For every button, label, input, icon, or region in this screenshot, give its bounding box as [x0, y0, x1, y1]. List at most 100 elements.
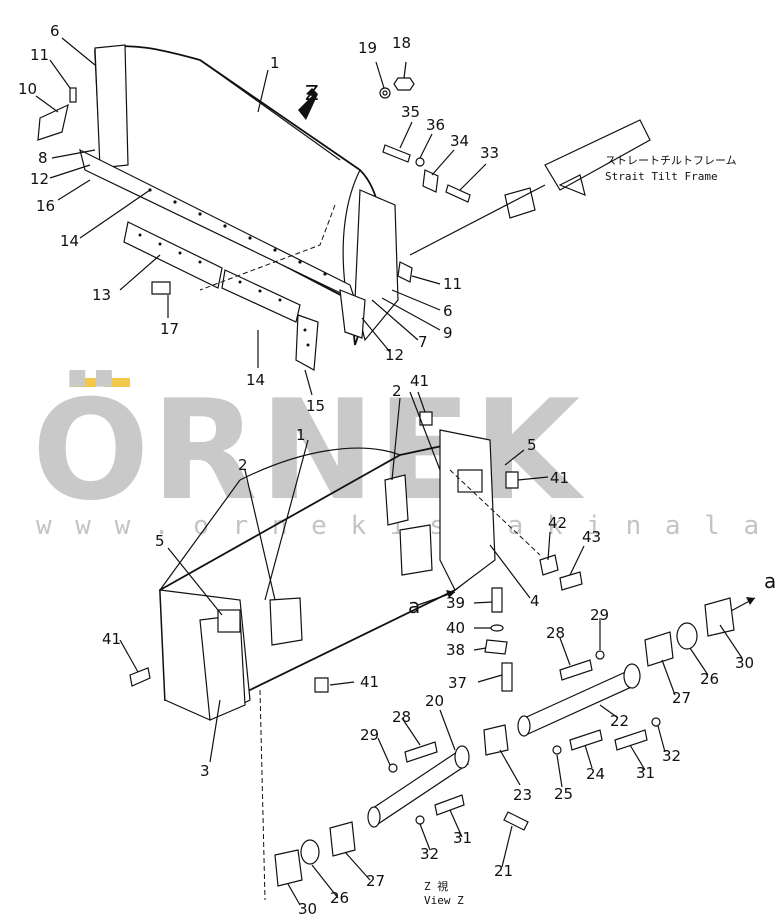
plate-42: [539, 554, 559, 576]
bracket-lower-right: [399, 524, 433, 576]
bolt-39: [491, 587, 503, 613]
callout: 1: [296, 426, 306, 444]
nut-18: [393, 77, 415, 91]
callout: 3: [200, 762, 210, 780]
grease-fitting-41-top: [419, 411, 433, 426]
moldboard-right-curve: [342, 169, 361, 286]
bolt-21: [503, 811, 529, 831]
callout: 6: [50, 22, 60, 40]
callout: 41: [102, 630, 121, 648]
arrow-mark-a-right: a: [764, 569, 776, 593]
callout: 22: [610, 712, 629, 730]
grease-fitting-41-right: [505, 471, 519, 489]
frame-caption-en: Strait Tilt Frame: [605, 170, 718, 183]
bolt-35: [382, 144, 411, 163]
moldboard-top-edge: [199, 59, 341, 161]
callout: 2: [238, 456, 248, 474]
callout-numbers: 1 6 11 10 8 12 16 14 13 17 14 15 19 18 3…: [18, 22, 754, 915]
lockplate-38: [484, 639, 508, 655]
cutting-edge-14: [221, 269, 301, 323]
wear-plate-10: [37, 103, 69, 141]
callout: 32: [662, 747, 681, 765]
callout: 25: [554, 785, 573, 803]
callout: 4: [530, 592, 540, 610]
callout: 28: [546, 624, 565, 642]
arrow-mark-a-left: a: [408, 594, 420, 618]
callout: 17: [160, 320, 179, 338]
upper-right-hardware: [379, 77, 651, 283]
callout: 5: [527, 436, 537, 454]
callout: 26: [330, 889, 349, 907]
callout: 39: [446, 594, 465, 612]
callout: 20: [425, 692, 444, 710]
washer-25: [552, 745, 562, 755]
washer-29-right: [595, 650, 605, 660]
callout: 34: [450, 132, 469, 150]
upper-blade-assembly: Z: [37, 44, 399, 371]
hidden-line-lower: [259, 689, 266, 901]
pin-33: [445, 184, 471, 203]
plate-30-right: [704, 597, 735, 637]
cutting-edge-13: [123, 221, 223, 289]
callout: 24: [586, 765, 605, 783]
view-caption-jp: Z 視: [424, 879, 448, 893]
callout: 37: [448, 674, 467, 692]
bolt-28-right: [559, 659, 593, 681]
callout: 31: [453, 829, 472, 847]
cylinder-20: [369, 749, 469, 825]
arrow-a-right-icon: [746, 597, 755, 605]
grease-fitting-41-mid: [314, 677, 329, 693]
callout: 1: [270, 54, 280, 72]
callout: 36: [426, 116, 445, 134]
bracket-2-right: [384, 474, 409, 526]
callout: 33: [480, 144, 499, 162]
lower-hardware: [274, 554, 735, 887]
plate-27-left: [329, 821, 356, 857]
callout: 11: [443, 275, 462, 293]
callout: 27: [366, 872, 385, 890]
callout: 11: [30, 46, 49, 64]
end-bit-15: [295, 314, 319, 371]
callout: 41: [550, 469, 569, 487]
plate-30-left: [274, 849, 303, 887]
cap-26-right: [676, 622, 698, 650]
callout: 14: [60, 232, 79, 250]
end-housing-right: [439, 429, 496, 591]
callout: 23: [513, 786, 532, 804]
pivot-block-5-right: [457, 469, 483, 493]
callout: 19: [358, 39, 377, 57]
callout: 29: [590, 606, 609, 624]
plate-27-right: [644, 631, 674, 667]
side-plate-left: [94, 44, 129, 169]
leader-lines: [35, 37, 743, 906]
washer-36: [415, 157, 425, 167]
callout: 31: [636, 764, 655, 782]
callout: 35: [401, 103, 420, 121]
bolt-holes-upper: [138, 188, 327, 347]
frame-caption-jp: ストレートチルトフレーム: [605, 154, 737, 167]
callout: 9: [443, 324, 453, 342]
callout: 32: [420, 845, 439, 863]
callout: 40: [446, 619, 465, 637]
bolt-31-right: [614, 729, 648, 751]
bolt-28-left: [404, 741, 438, 763]
plate-34: [422, 169, 439, 193]
callout: 30: [735, 654, 754, 672]
callout: 15: [306, 397, 325, 415]
callout: 2: [392, 382, 402, 400]
lower-blade-assembly: a a: [129, 411, 776, 901]
callout: 21: [494, 862, 513, 880]
washer-32-left: [415, 815, 425, 825]
callout: 30: [298, 900, 317, 915]
callout: 13: [92, 286, 111, 304]
cap-26-left: [300, 839, 320, 865]
callout: 28: [392, 708, 411, 726]
washer-29-left: [388, 763, 398, 773]
bolt-31-left: [434, 794, 465, 816]
pivot-block-5-left: [217, 609, 241, 633]
grease-fitting-41-left: [129, 667, 151, 687]
callout: 43: [582, 528, 601, 546]
callout: 7: [418, 333, 428, 351]
pin-37: [501, 662, 513, 692]
